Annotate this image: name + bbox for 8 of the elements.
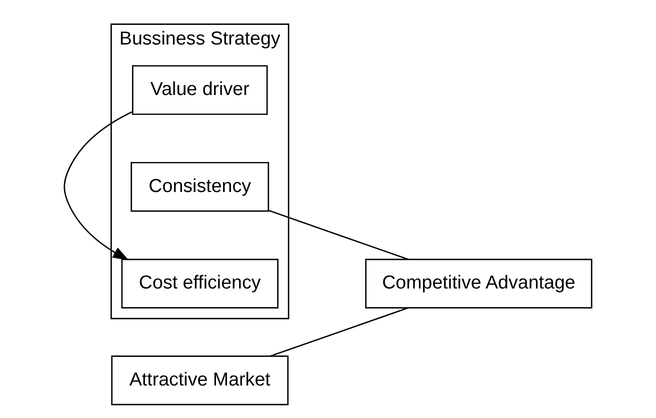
- node-box: Competitive Advantage: [365, 258, 592, 308]
- arrow: [64, 111, 133, 260]
- node-box: Consistency: [130, 162, 270, 212]
- node-box: Cost efficiency: [121, 258, 278, 308]
- connector: [268, 210, 408, 260]
- node-box: Attractive Market: [111, 355, 289, 406]
- connector: [270, 307, 408, 357]
- node-box: Value driver: [132, 65, 268, 115]
